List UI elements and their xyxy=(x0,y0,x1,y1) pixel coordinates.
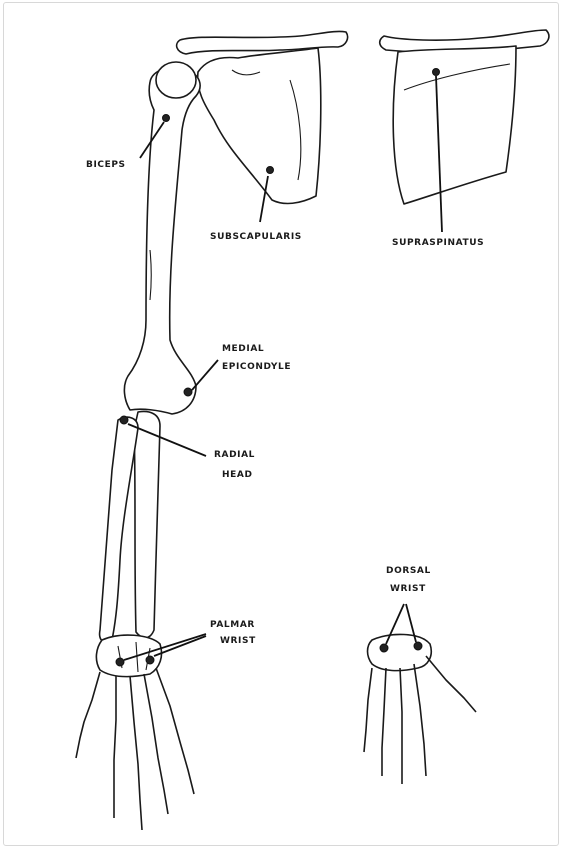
radial-head-dot xyxy=(119,415,129,425)
dorsal-wrist-label-line2: Wrist xyxy=(390,584,426,594)
image-frame xyxy=(3,2,559,846)
subscapularis-attachment-dot xyxy=(266,166,274,174)
supraspinatus-label: Supraspinatus xyxy=(392,238,485,248)
medial-epicondyle-dot xyxy=(183,387,193,397)
radial-head-label-line2: Head xyxy=(222,470,253,480)
ulna xyxy=(133,410,161,639)
scapula xyxy=(196,47,322,205)
subscapularis-leader xyxy=(259,175,269,223)
palmar-wrist-dot-1 xyxy=(115,657,125,667)
radial-head-leader xyxy=(127,423,207,457)
clavicle xyxy=(175,30,349,55)
dorsal-wrist-dot-2 xyxy=(413,641,423,651)
radial-head-label-line1: Radial xyxy=(214,450,256,460)
humerus xyxy=(123,66,201,415)
medial-epicondyle-label-line2: Epicondyle xyxy=(222,362,292,372)
dorsal-wrist-leader-2 xyxy=(405,603,417,643)
palmar-wrist-leader-1 xyxy=(123,633,207,661)
dorsal-wrist-label-line1: Dorsal xyxy=(386,566,431,576)
supraspinatus-leader xyxy=(435,75,443,233)
hand-dorsal xyxy=(363,655,477,784)
subscapularis-label: Subscapularis xyxy=(210,232,302,242)
palmar-wrist-label-line1: Palmar xyxy=(210,620,255,630)
medial-epicondyle-leader xyxy=(191,359,219,391)
carpals-palmar xyxy=(95,634,163,678)
biceps-attachment-dot xyxy=(162,114,170,122)
supraspinatus-attachment-dot xyxy=(432,68,440,76)
scapula-posterior xyxy=(392,45,517,205)
carpals-dorsal xyxy=(366,633,433,672)
palmar-wrist-label-line2: Wrist xyxy=(220,636,256,646)
medial-epicondyle-label-line1: Medial xyxy=(222,344,265,354)
palmar-wrist-dot-2 xyxy=(145,655,155,665)
palmar-wrist-leader-2 xyxy=(153,635,207,657)
dorsal-wrist-dot-1 xyxy=(379,643,389,653)
dorsal-wrist-leader-1 xyxy=(385,603,405,645)
biceps-leader xyxy=(139,121,165,159)
biceps-label: Biceps xyxy=(86,160,126,170)
hand-palmar xyxy=(75,667,195,831)
radius xyxy=(98,416,139,644)
